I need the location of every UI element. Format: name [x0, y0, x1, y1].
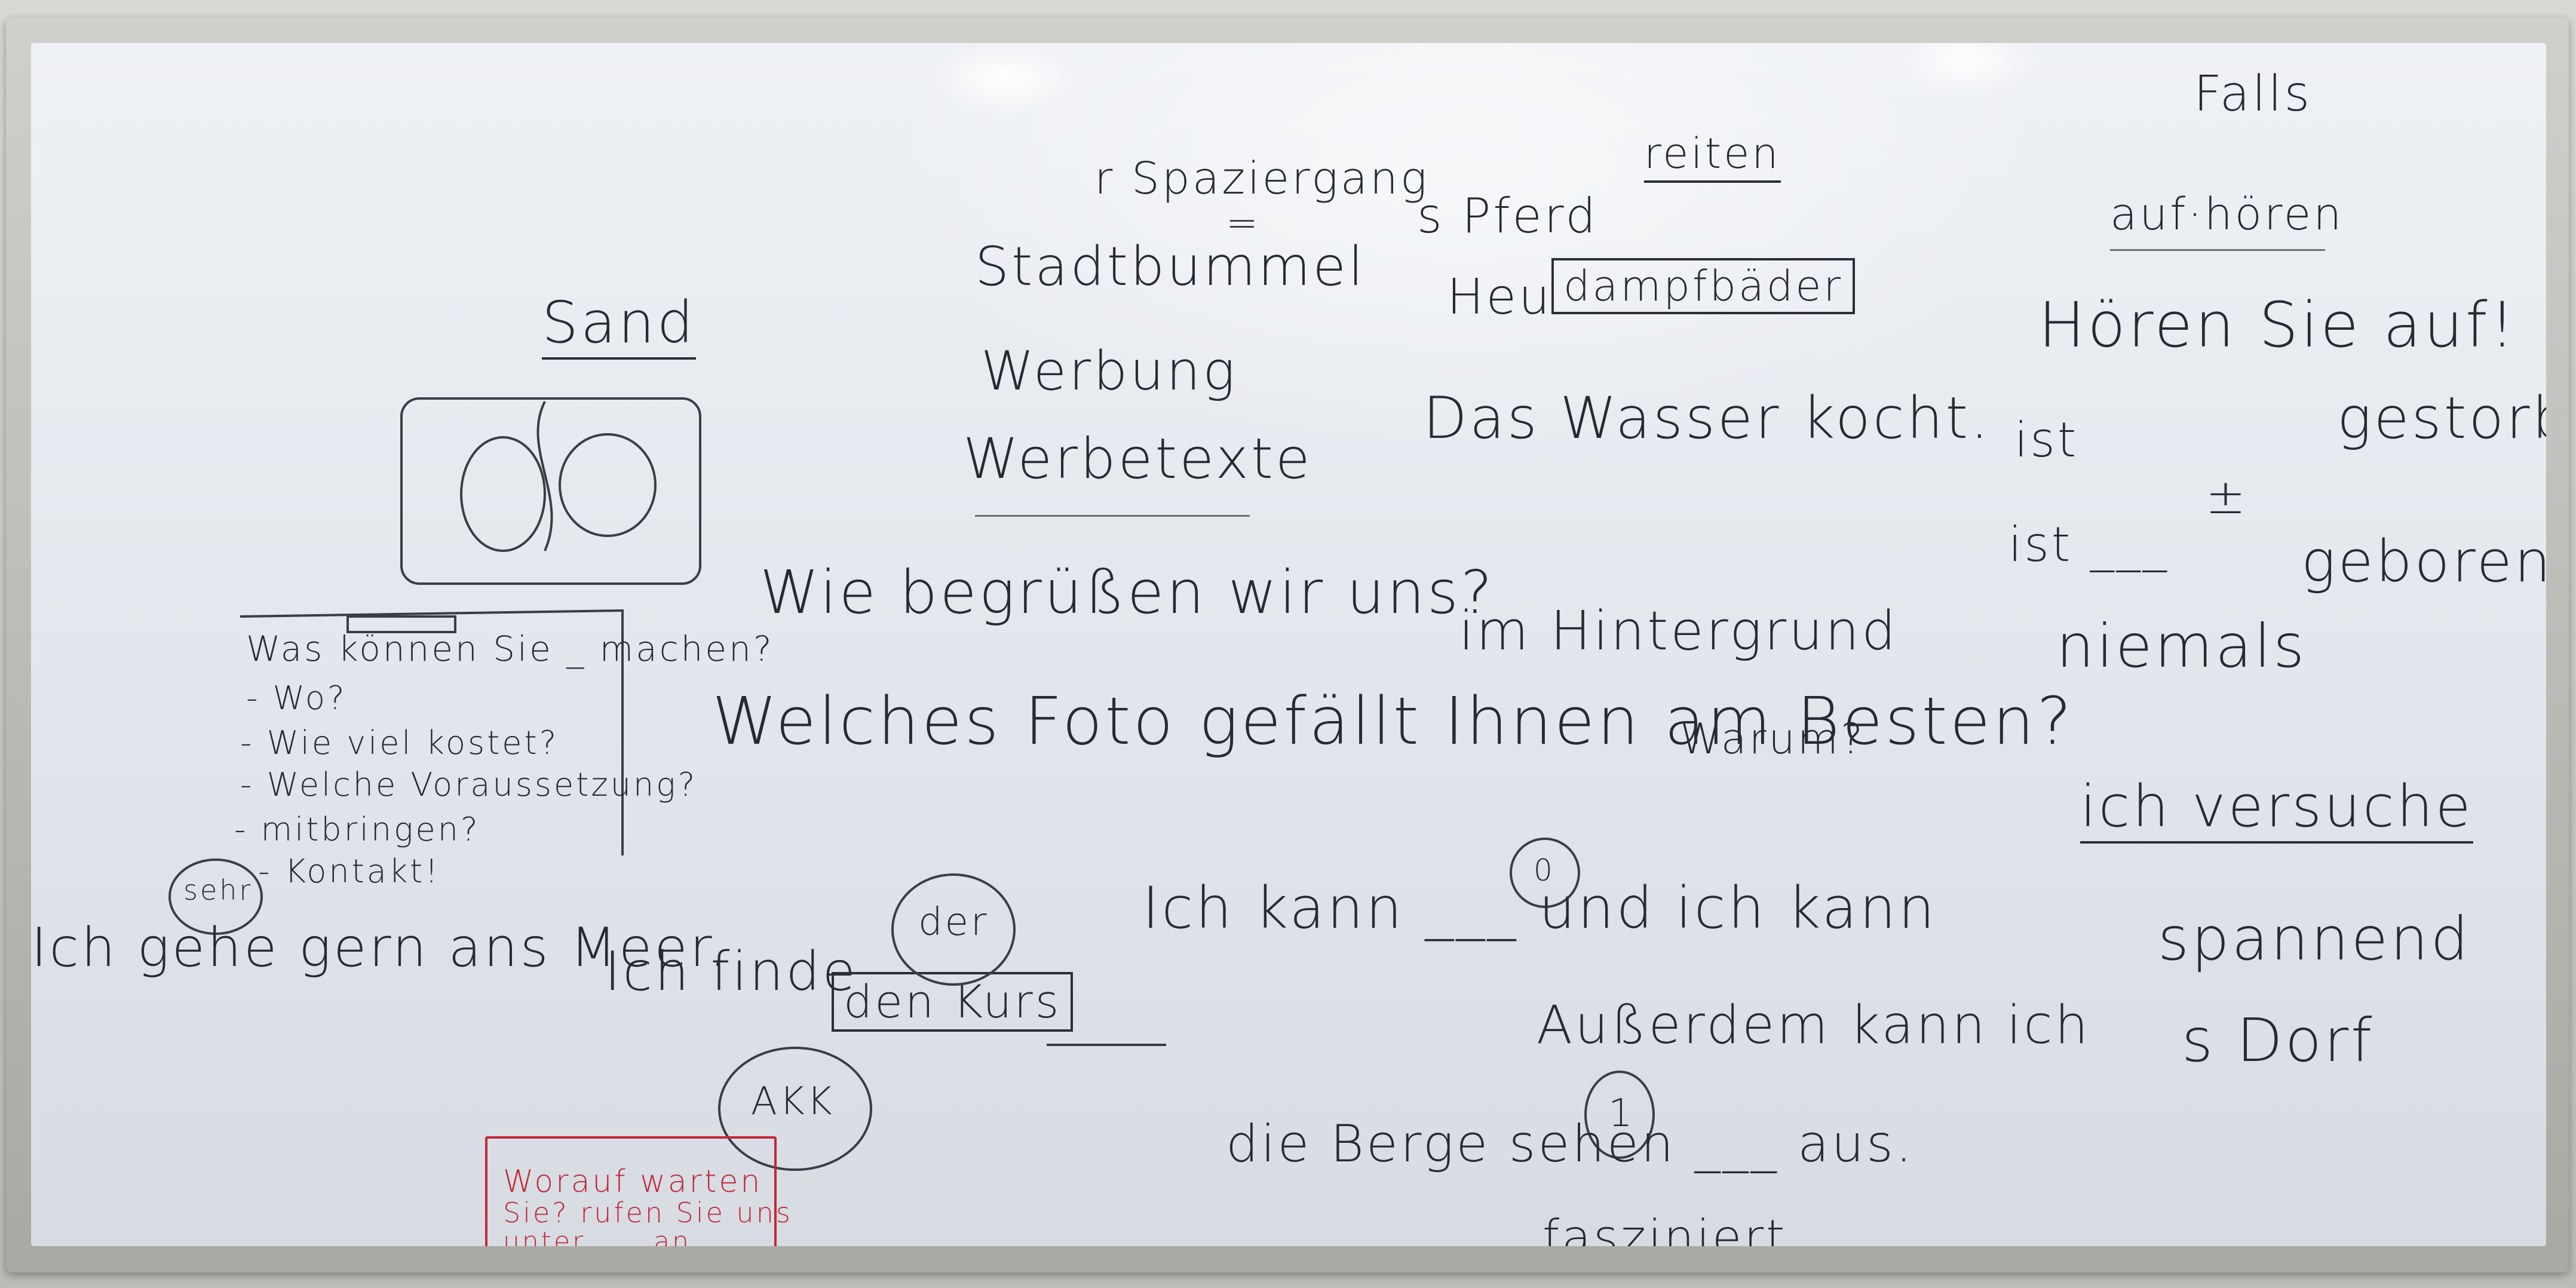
symbol-plus-minus: ± [2206, 469, 2249, 525]
sketch-oval-left [460, 436, 546, 552]
question-line-3: - Wie viel kostet? [240, 724, 559, 762]
word-sand: Sand [542, 294, 696, 360]
sentence-kann: Ich kann ___ und ich kann [1142, 875, 1937, 942]
word-pferd: s Pferd [1417, 188, 1598, 244]
sentence-hoeren-sie-auf: Hören Sie auf! [2038, 289, 2517, 361]
word-akk: AKK [751, 1080, 835, 1124]
word-gestorben: gestorben [2337, 385, 2546, 452]
word-der: der [918, 900, 989, 944]
der-circle [891, 873, 1016, 986]
question-line-2: - Wo? [246, 679, 347, 717]
equals-sign: = [1226, 201, 1261, 246]
one-circle [1584, 1071, 1655, 1159]
word-ist-2: ist ___ [2008, 517, 2169, 572]
word-sehr: sehr [183, 874, 253, 906]
question-line-4: - Welche Voraussetzung? [240, 766, 698, 804]
red-note-line-3: unter ___ an. [503, 1226, 702, 1247]
question-line-1: Was können Sie _ machen? [246, 628, 774, 669]
sketch-box [400, 397, 701, 585]
word-fasziniert: fasziniert [1542, 1210, 1787, 1247]
word-spannend: spannend [2158, 904, 2471, 974]
zero-circle [1510, 838, 1580, 908]
red-note-line-2: Sie? rufen Sie uns [503, 1197, 793, 1229]
aufhoeren-underline [2110, 249, 2325, 251]
sentence-finde: Ich finde [605, 940, 858, 1003]
question-line-5: - mitbringen? [234, 811, 480, 848]
sentence-begruessen: Wie begrüßen wir uns? [760, 557, 1495, 627]
akk-circle [718, 1047, 872, 1171]
word-werbung: Werbung [981, 340, 1238, 403]
word-warum: Warum? [1680, 714, 1866, 763]
digit-zero: 0 [1534, 853, 1555, 888]
word-aufhoeren: auf·hören [2110, 189, 2344, 240]
question-line-6: - Kontakt! [258, 852, 440, 890]
werbetexte-underline [975, 515, 1250, 517]
sentence-foto: Welches Foto gefällt Ihnen am Besten? [712, 683, 2074, 759]
boxed-dampfbaeder: dampfbäder [1551, 258, 1856, 314]
word-werbetexte: Werbetexte [963, 427, 1312, 492]
word-hintergrund: im Hintergrund [1459, 600, 1899, 663]
questions-bracket [240, 609, 624, 855]
red-note-line-1: Worauf warten [503, 1164, 763, 1200]
word-niemals: niemals [2056, 611, 2307, 681]
sehr-circle [168, 858, 263, 935]
word-falls: Falls [2194, 66, 2313, 122]
whiteboard-frame: Sand Was können Sie _ machen? - Wo? - Wi… [6, 18, 2569, 1272]
sentence-ausserdem: Außerdem kann ich [1537, 994, 2091, 1056]
sketch-divider [536, 401, 553, 551]
sentence-ich-versuche: ich versuche [2080, 778, 2473, 844]
whiteboard-drawings [240, 397, 701, 855]
word-heu: Heu [1447, 269, 1553, 326]
word-spaziergang: r Spaziergang [1094, 153, 1430, 204]
word-stadtbummel: Stadtbummel [975, 235, 1366, 298]
red-note-box [485, 1136, 777, 1246]
word-reiten: reiten [1644, 133, 1781, 183]
whiteboard: Sand Was können Sie _ machen? - Wo? - Wi… [31, 43, 2546, 1246]
sentence-berge: die Berge sehen ___ aus. [1226, 1114, 1915, 1174]
sketch-oval-right [559, 433, 657, 537]
word-ist-1: ist [2014, 412, 2079, 468]
sentence-wasser: Das Wasser kocht. [1423, 385, 1991, 452]
questions-mini-box [346, 615, 456, 633]
word-geboren: geboren [2301, 528, 2546, 595]
word-dorf: s Dorf [2182, 1005, 2375, 1075]
sentence-gern: Ich gehe gern ans Meer. [31, 916, 729, 979]
digit-one: 1 [1608, 1091, 1635, 1136]
blank-line-finde [1047, 1044, 1166, 1046]
